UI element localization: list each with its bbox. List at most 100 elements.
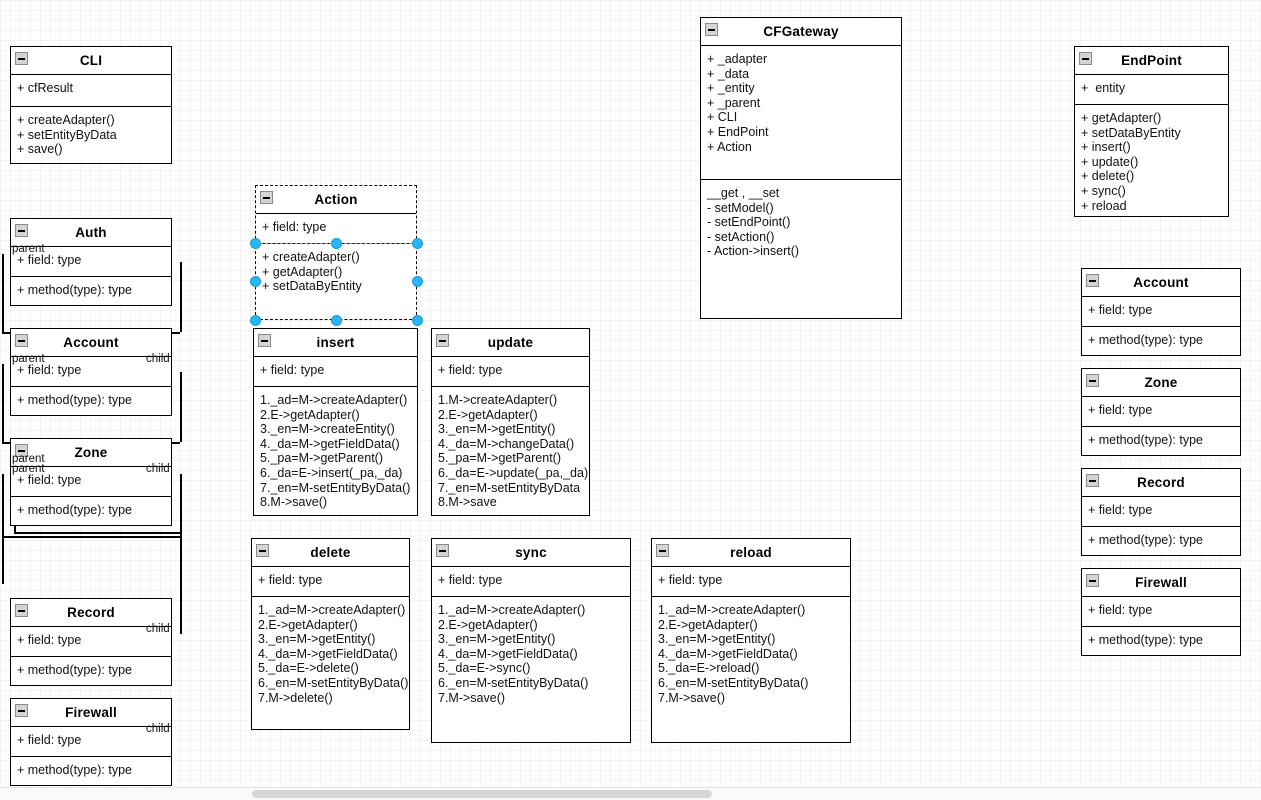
association-role-label[interactable]: child <box>146 463 170 475</box>
class-operation: 1._ad=M->createAdapter() <box>258 603 406 617</box>
class-attribute: + field: type <box>1088 403 1153 417</box>
selection-resize-handle[interactable] <box>249 314 261 326</box>
collapse-minus-icon[interactable] <box>256 544 269 557</box>
class-operations: + getAdapter()+ setDataByEntity+ insert(… <box>1075 105 1228 219</box>
association-role-label[interactable]: parent <box>12 453 45 465</box>
selection-resize-handle[interactable] <box>330 314 342 326</box>
class-name: Zone <box>1144 375 1178 390</box>
class-operation: 7._en=M-setEntityByData <box>438 480 581 495</box>
association-segment[interactable] <box>180 262 182 332</box>
uml-class-cli[interactable]: CLI+ cfResult+ createAdapter()+ setEntit… <box>10 46 172 164</box>
class-operations: + method(type): type <box>11 757 171 784</box>
class-operation: 3._en=M->getEntity() <box>438 632 556 647</box>
class-operation: + createAdapter() <box>262 250 360 264</box>
uml-class-account-right[interactable]: Account+ field: type+ method(type): type <box>1081 268 1241 356</box>
collapse-minus-icon[interactable] <box>705 23 718 36</box>
class-operation: 1._ad=M->createAdapter() <box>438 603 586 617</box>
class-operation: + method(type): type <box>1088 333 1203 347</box>
collapse-minus-icon[interactable] <box>258 334 271 347</box>
class-operation: 1._ad=M->createAdapter() <box>260 393 408 407</box>
association-role-label[interactable]: child <box>146 723 170 735</box>
class-operations: + method(type): type <box>1082 527 1240 554</box>
collapse-minus-icon[interactable] <box>1086 474 1099 487</box>
class-operation: 7.M->save() <box>438 690 506 705</box>
association-segment[interactable] <box>2 474 4 584</box>
class-operation: 8.M->save <box>438 495 497 510</box>
collapse-minus-icon[interactable] <box>1086 374 1099 387</box>
uml-class-firewall-right[interactable]: Firewall+ field: type+ method(type): typ… <box>1081 568 1241 656</box>
collapse-minus-icon[interactable] <box>15 444 28 457</box>
selection-resize-handle[interactable] <box>411 237 423 249</box>
association-segment[interactable] <box>14 532 180 534</box>
collapse-minus-icon[interactable] <box>1086 274 1099 287</box>
selection-resize-handle[interactable] <box>249 237 261 249</box>
collapse-minus-icon[interactable] <box>15 52 28 65</box>
collapse-minus-icon[interactable] <box>1079 52 1092 65</box>
selection-resize-handle[interactable] <box>411 276 423 287</box>
uml-class-record-right[interactable]: Record+ field: type+ method(type): type <box>1081 468 1241 556</box>
uml-class-account-left[interactable]: Account+ field: type+ method(type): type <box>10 328 172 416</box>
class-attributes: + entity <box>1075 75 1228 105</box>
class-operation: 4._da=M->getFieldData() <box>260 436 400 451</box>
class-operation: + method(type): type <box>1088 433 1203 447</box>
collapse-minus-icon[interactable] <box>1086 574 1099 587</box>
collapse-minus-icon[interactable] <box>15 604 28 617</box>
association-role-label[interactable]: parent <box>12 463 45 475</box>
collapse-minus-icon[interactable] <box>15 224 28 237</box>
class-operation: 2.E->getAdapter() <box>258 617 358 632</box>
class-operation: - setModel() <box>707 200 774 215</box>
selection-resize-handle[interactable] <box>249 276 261 287</box>
uml-class-endpoint[interactable]: EndPoint+ entity+ getAdapter()+ setDataB… <box>1074 46 1229 217</box>
uml-class-cfgateway[interactable]: CFGateway+ _adapter+ _data+ _entity+ _pa… <box>700 17 902 319</box>
collapse-minus-icon[interactable] <box>260 191 273 204</box>
association-segment[interactable] <box>180 532 182 628</box>
collapse-minus-icon[interactable] <box>15 334 28 347</box>
horizontal-scrollbar-thumb[interactable] <box>252 790 712 798</box>
class-attribute: + CLI <box>707 110 738 125</box>
class-operation: + insert() <box>1081 140 1131 155</box>
collapse-minus-icon[interactable] <box>436 544 449 557</box>
class-operation: 6._en=M-setEntityByData() <box>438 675 589 690</box>
class-operation: __get , __set <box>707 186 780 200</box>
association-segment[interactable] <box>2 536 180 538</box>
class-operations: + method(type): type <box>1082 627 1240 654</box>
selection-resize-handle[interactable] <box>411 314 423 326</box>
class-operation: 4._da=M->changeData() <box>438 436 575 451</box>
class-operation: 2.E->getAdapter() <box>438 407 538 422</box>
association-role-label[interactable]: parent <box>12 243 45 255</box>
uml-class-zone-right[interactable]: Zone + field: type + method(type): type <box>1081 368 1241 456</box>
class-operation: + getAdapter() <box>262 264 343 279</box>
association-role-label[interactable]: child <box>146 353 170 365</box>
uml-class-auth-left[interactable]: Auth+ field: type+ method(type): type <box>10 218 172 306</box>
uml-class-zone-left[interactable]: Zone+ field: type+ method(type): type <box>10 438 172 526</box>
class-operation: 2.E->getAdapter() <box>658 617 758 632</box>
class-attribute: + field: type <box>438 363 503 377</box>
association-segment[interactable] <box>180 372 182 442</box>
class-attribute: + field: type <box>438 573 503 587</box>
association-role-label[interactable]: child <box>146 623 170 635</box>
horizontal-scrollbar-track[interactable] <box>0 787 1261 800</box>
collapse-minus-icon[interactable] <box>15 704 28 717</box>
association-segment[interactable] <box>2 364 4 442</box>
class-header: Account <box>1082 269 1240 297</box>
class-name: CFGateway <box>763 24 839 39</box>
uml-class-firewall-left[interactable]: Firewall+ field: type+ method(type): typ… <box>10 698 172 786</box>
class-name: reload <box>730 545 772 560</box>
collapse-minus-icon[interactable] <box>436 334 449 347</box>
association-segment[interactable] <box>2 254 4 332</box>
uml-class-record-left[interactable]: Record+ field: type+ method(type): type <box>10 598 172 686</box>
collapse-minus-icon[interactable] <box>656 544 669 557</box>
class-attribute: + field: type <box>17 253 82 267</box>
selection-resize-handle[interactable] <box>330 237 342 249</box>
association-role-label[interactable]: parent <box>12 353 45 365</box>
class-operations: + method(type): type <box>1082 427 1240 454</box>
class-attribute: + cfResult <box>17 81 73 95</box>
uml-class-action[interactable]: Action+ field: type+ createAdapter()+ ge… <box>255 185 417 320</box>
class-operation: + delete() <box>1081 169 1135 184</box>
